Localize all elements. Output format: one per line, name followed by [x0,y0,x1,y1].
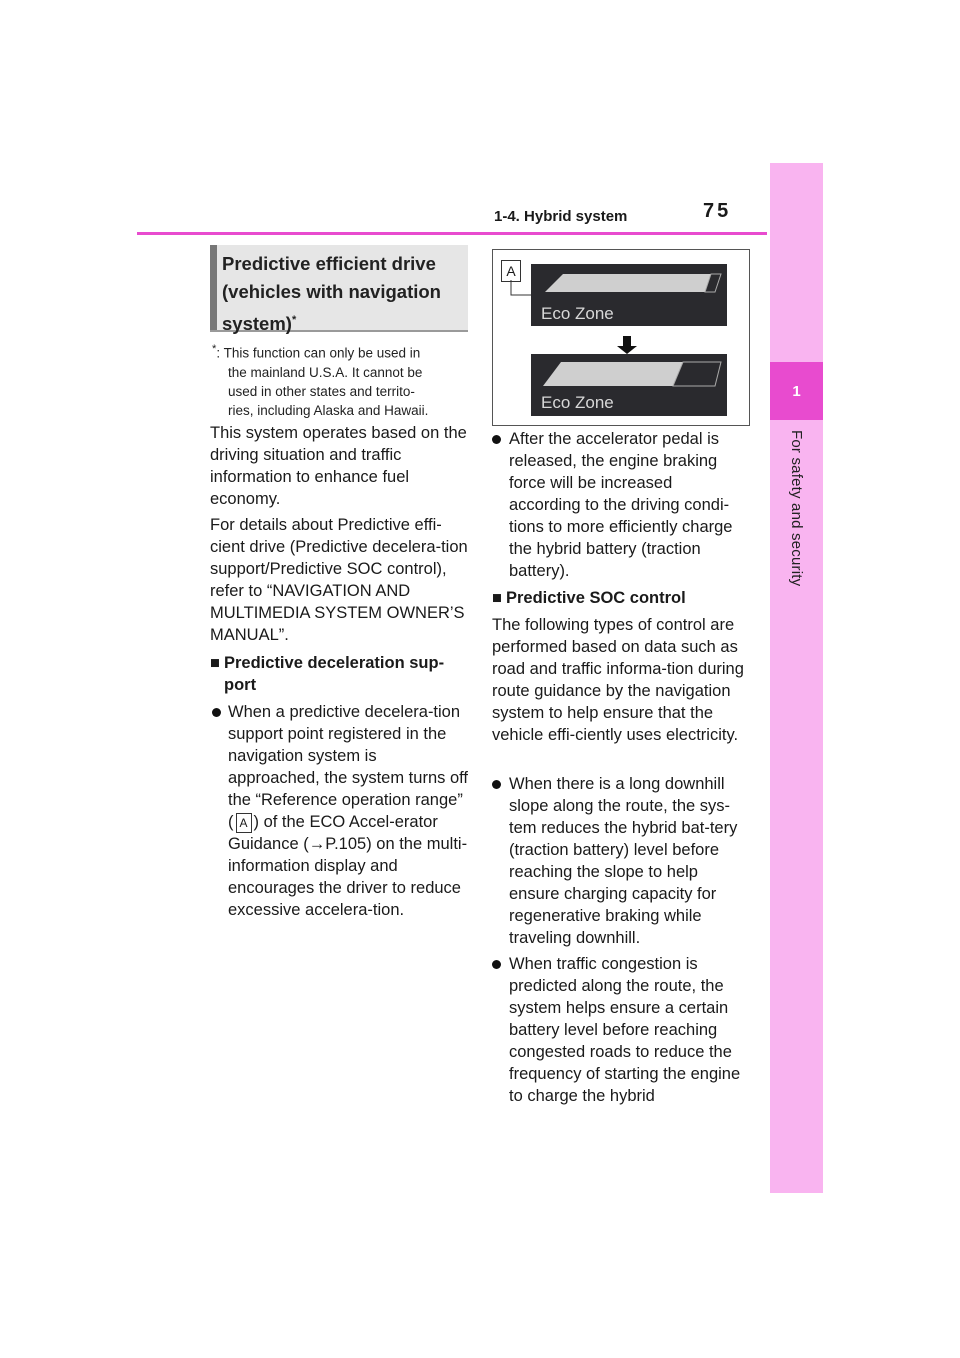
bullet-dot-icon [492,435,501,444]
arrow-right-icon: → [308,835,326,853]
callout-line [510,280,533,296]
heading-soc-control: ■Predictive SOC control [492,587,748,609]
soc-paragraph: The following types of control are perfo… [492,616,744,744]
arrow-down-icon [617,336,637,354]
eco-zone-label-bottom: Eco Zone [541,393,614,412]
bullet-deceleration: When a predictive decelera-tion support … [212,701,470,921]
illustration-graphics [510,264,727,416]
topic-title: Predictive efficient drive (vehicles wit… [222,250,462,338]
eco-zone-illustration: A Eco Zone Eco Zone [492,249,750,426]
footnote-line: ries, including Alaska and Hawaii. [228,402,429,418]
section-title: 1-4. Hybrid system [494,208,628,225]
details-paragraph: For details about Predictive effi-cient … [210,516,468,644]
chapter-title: For safety and security [788,430,805,587]
label-a-icon: A [235,812,252,833]
intro-paragraph: This system operates based on the drivin… [210,424,467,508]
bullet-text: After the accelerator pedal is released,… [509,430,733,580]
bullet-text: When a predictive decelera-tion support … [228,703,468,831]
footnote-line: used in other states and territo- [228,383,415,399]
topic-title-text: Predictive efficient drive (vehicles wit… [222,253,441,335]
bullet-dot-icon [492,780,501,789]
footnote-marker: * [212,343,217,355]
square-bullet-icon: ■ [210,654,220,672]
chapter-number: 1 [792,382,801,400]
heading-deceleration-support: ■Predictive deceleration sup-port [210,652,472,696]
bar-end-outline [704,273,722,293]
heading-text: Predictive deceleration sup-port [224,654,445,694]
eco-bar [543,362,683,386]
reference-range-bar [545,274,711,292]
bullet-text: When there is a long downhill slope alon… [509,775,738,947]
chapter-title-vertical: For safety and security [770,430,823,680]
footnote-line: : This function can only be used in [216,345,421,361]
topic-title-asterisk: * [291,314,297,326]
bullet-downhill: When there is a long downhill slope alon… [492,773,748,949]
bullet-congestion: When traffic congestion is predicted alo… [492,953,748,1107]
square-bullet-icon: ■ [492,589,502,607]
chapter-number-tab: 1 [770,362,823,420]
page-reference: P.105) on the multi-information display … [228,835,468,919]
topic-title-box [210,245,468,332]
heading-text: Predictive SOC control [506,589,686,607]
page-number: 75 [703,200,732,222]
bullet-accelerator: After the accelerator pedal is released,… [492,428,748,582]
footnote-line: the mainland U.S.A. It cannot be [228,364,423,380]
bullet-text: When traffic congestion is predicted alo… [509,955,741,1105]
bullet-text: ) of the ECO Accel-erator Guidance ( [228,813,438,853]
bullet-dot-icon [212,708,221,717]
bullet-dot-icon [492,960,501,969]
footnote: *: This function can only be used in the… [212,340,474,420]
header-rule [137,232,767,235]
bar-end-outline [672,361,722,387]
topic-title-bar [210,245,217,330]
chapter-sidebar [770,163,823,1193]
eco-zone-label-top: Eco Zone [541,304,614,323]
